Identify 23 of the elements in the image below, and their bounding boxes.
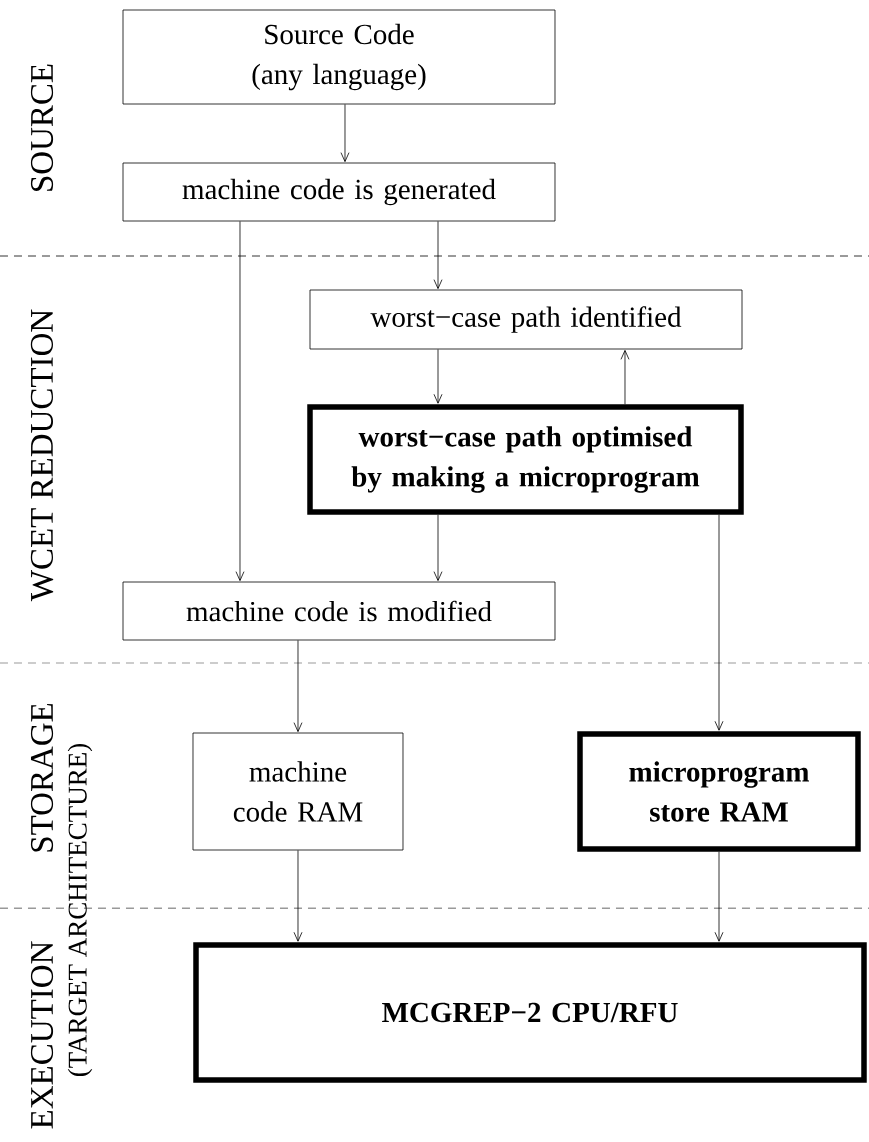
process-box: machine code is modified (122, 581, 556, 641)
arrow (293, 850, 303, 942)
arrow (235, 221, 245, 581)
process-box: machine code RAM (192, 732, 404, 851)
arrow (340, 104, 350, 162)
arrow (620, 350, 630, 405)
section-label: (TARGET ARCHITECTURE) (67, 743, 93, 1077)
section-label: WCET REDUCTION (30, 309, 54, 602)
section-label: EXECUTION (30, 941, 54, 1129)
section-label: SOURCE (30, 64, 54, 191)
arrow (714, 514, 724, 731)
process-box: worst−case path optimised by making a microprogram (307, 404, 744, 515)
arrow (293, 640, 303, 732)
process-box: MCGREP−2 CPU/RFU (193, 942, 867, 1083)
arrow (433, 514, 443, 581)
arrow (433, 349, 443, 404)
process-box: microprogram store RAM (577, 731, 861, 852)
section-label: STORAGE (30, 703, 54, 852)
process-box: Source Code (any language) (122, 9, 556, 105)
process-box: worst−case path identified (309, 289, 743, 350)
process-box: machine code is generated (122, 162, 556, 222)
arrow (433, 221, 443, 289)
arrow (714, 851, 724, 942)
